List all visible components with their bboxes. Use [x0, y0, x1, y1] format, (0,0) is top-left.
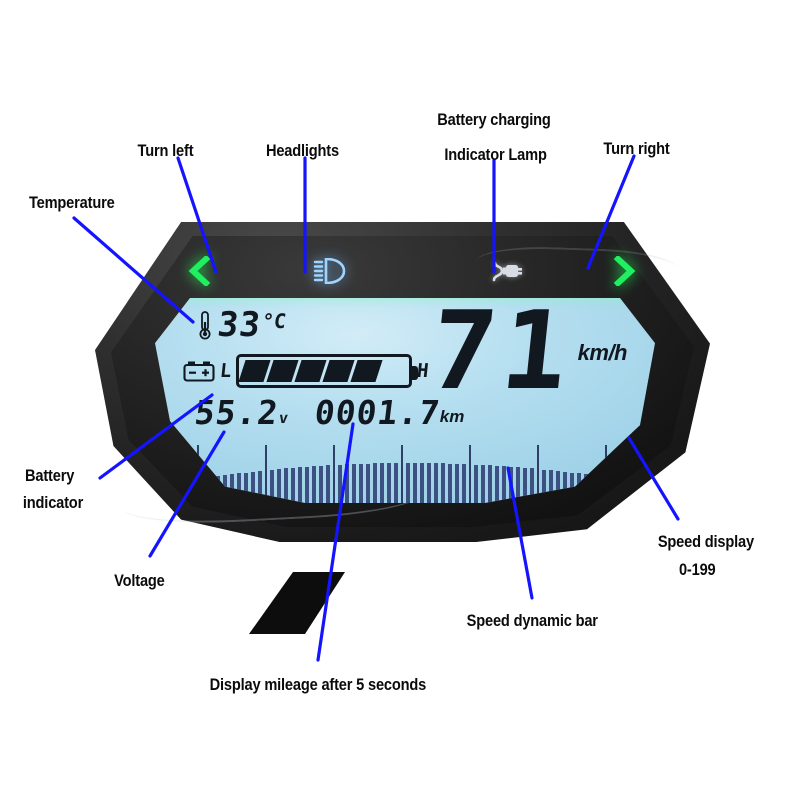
- odometer-value: 0001.7: [312, 393, 443, 432]
- speed-bar-tick: [236, 473, 241, 503]
- callout-speed-dynamic-bar: Speed dynamic bar: [466, 611, 598, 630]
- speed-bar-tick: [433, 463, 438, 503]
- speed-bar-tick: [257, 471, 262, 503]
- speedometer-device: 33 °C L: [95, 222, 710, 542]
- speed-bar-tick: [290, 467, 295, 503]
- speed-bar-tick: [250, 471, 255, 503]
- callout-display-mileage: Display mileage after 5 seconds: [209, 675, 427, 694]
- speed-bar-tick: [405, 463, 410, 503]
- turn-left-indicator[interactable]: [177, 248, 221, 294]
- temperature-unit: °C: [260, 309, 288, 333]
- battery-segment: [266, 360, 299, 382]
- charging-plug-icon: [492, 261, 522, 282]
- speed-bar-major-tick: [264, 445, 267, 503]
- battery-indicator: L H: [183, 354, 430, 388]
- speed-bar-tick: [304, 466, 309, 503]
- speed-bar-tick: [562, 471, 567, 503]
- chevron-left-icon: [188, 256, 211, 286]
- speed-bar-tick: [440, 463, 445, 503]
- speed-bar-major-tick: [332, 445, 335, 503]
- indicator-lamp-row: [155, 248, 655, 294]
- speed-bar-tick: [548, 470, 553, 503]
- speed-bar-tick: [344, 464, 349, 503]
- battery-segment: [294, 360, 327, 382]
- lcd-screen: 33 °C L: [155, 298, 655, 503]
- battery-segment: [350, 360, 383, 382]
- speed-bar-tick: [351, 464, 356, 503]
- speed-bar-tick: [426, 463, 431, 503]
- battery-charging-indicator[interactable]: [481, 248, 533, 294]
- thermometer-icon: [199, 311, 211, 340]
- voltage-odometer-row: 55.2 v 0001.7 km: [192, 393, 465, 432]
- speed-value: 71: [424, 298, 580, 414]
- speed-bar-tick: [276, 469, 281, 503]
- speed-bar-tick: [243, 472, 248, 503]
- speed-bar-tick: [365, 463, 370, 503]
- speed-bar-tick: [447, 463, 452, 503]
- speed-bar-tick: [494, 465, 499, 503]
- speed-bar-tick: [269, 469, 274, 503]
- callout-voltage: Voltage: [114, 571, 165, 590]
- speed-bar-tick: [325, 465, 330, 503]
- callout-battery-indicator-line1: Battery: [25, 466, 75, 485]
- speed-unit: km/h: [577, 340, 628, 365]
- callout-battery-charging: Battery charging: [437, 110, 551, 129]
- battery-terminals-icon: [183, 361, 215, 382]
- headlight-indicator[interactable]: [303, 248, 357, 294]
- speed-bar-tick: [393, 463, 398, 503]
- callout-headlights: Headlights: [265, 141, 339, 160]
- speed-bar-tick: [412, 463, 417, 503]
- headlight-icon: [313, 258, 346, 284]
- speed-bar-tick: [480, 465, 485, 503]
- callout-temperature: Temperature: [28, 193, 115, 212]
- battery-segment-empty: [378, 360, 410, 382]
- callout-speed-display-line1: Speed display: [657, 532, 754, 551]
- speed-bar-tick: [541, 469, 546, 503]
- temperature-value: 33: [215, 305, 264, 345]
- speed-bar-tick: [454, 463, 459, 503]
- speed-bar-tick: [487, 465, 492, 503]
- battery-segment: [238, 360, 271, 382]
- speed-bar-major-tick: [400, 445, 403, 503]
- speed-readout: 71 km/h: [424, 298, 628, 414]
- speed-bar-tick: [473, 464, 478, 503]
- mounting-bracket: [249, 572, 345, 634]
- speed-bar-tick: [297, 467, 302, 503]
- turn-right-indicator[interactable]: [603, 248, 647, 294]
- speed-bar-tick: [419, 463, 424, 503]
- speed-bar-tick: [311, 466, 316, 503]
- voltage-unit: v: [278, 409, 290, 427]
- battery-gauge: [236, 354, 419, 388]
- speed-bar-tick: [379, 463, 384, 503]
- speed-bar-tick: [508, 466, 513, 503]
- callout-speed-display-line2: 0-199: [678, 560, 716, 579]
- speed-bar-tick: [501, 466, 506, 503]
- speed-bar-tick: [283, 468, 288, 503]
- speed-bar-tick: [318, 465, 323, 503]
- chevron-right-icon: [613, 256, 636, 286]
- speed-bar-major-tick: [468, 445, 471, 503]
- lcd-backlight-glow: [155, 298, 655, 306]
- speed-bar-tick: [337, 464, 342, 503]
- callout-battery-indicator-line2: indicator: [22, 493, 84, 512]
- temperature-readout: 33 °C: [197, 305, 288, 345]
- speed-bar-tick: [358, 463, 363, 503]
- battery-low-label: L: [218, 360, 233, 382]
- odometer-unit: km: [439, 407, 465, 426]
- speed-bar-major-tick: [536, 445, 539, 503]
- battery-segment: [322, 360, 355, 382]
- callout-indicator-lamp: Indicator Lamp: [444, 145, 547, 164]
- speed-bar-tick: [555, 471, 560, 503]
- voltage-value: 55.2: [192, 393, 281, 432]
- callout-turn-left: Turn left: [137, 141, 194, 160]
- speed-bar-tick: [386, 463, 391, 503]
- speed-bar-tick: [461, 464, 466, 503]
- callout-turn-right: Turn right: [603, 139, 670, 158]
- speed-bar-tick: [372, 463, 377, 503]
